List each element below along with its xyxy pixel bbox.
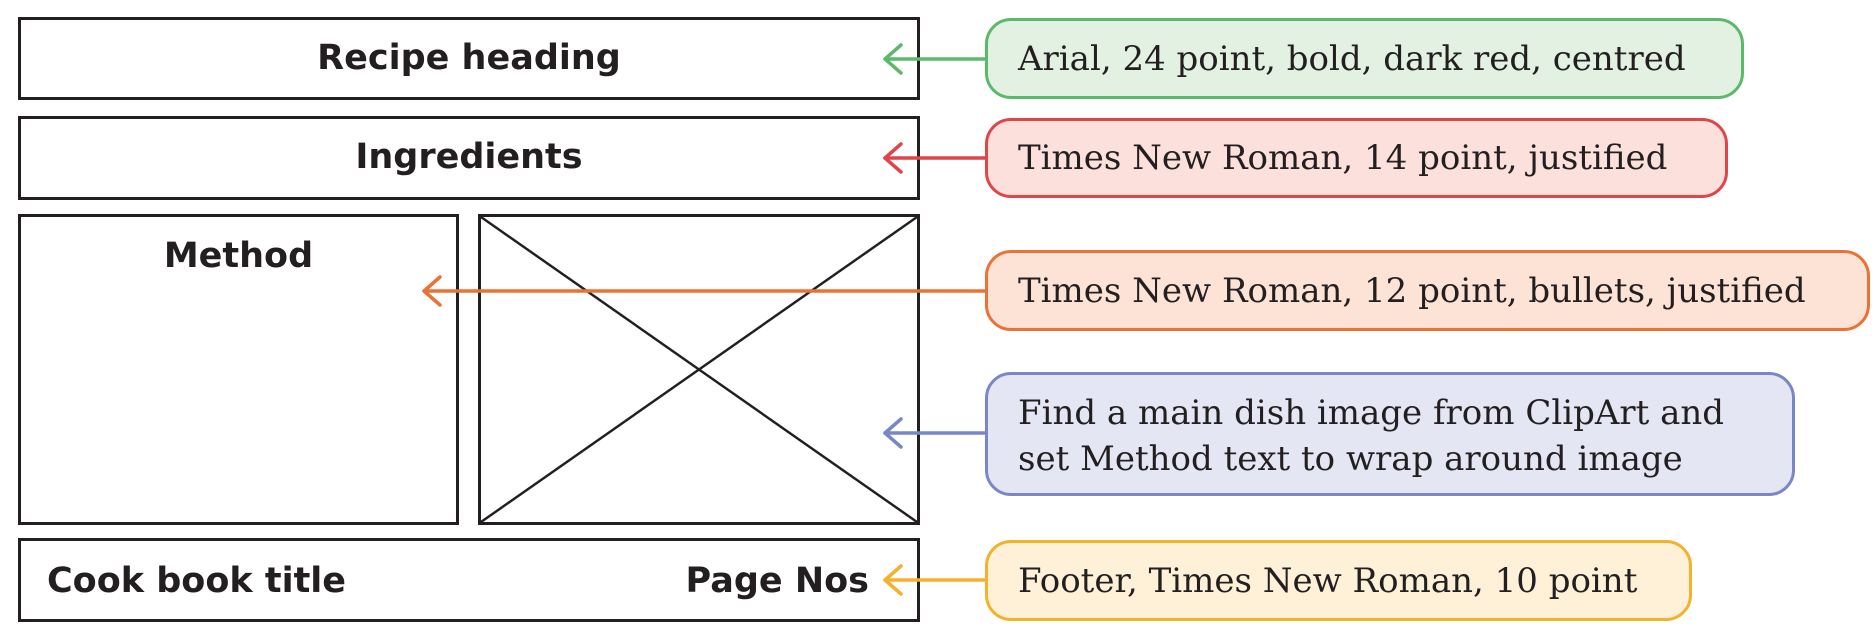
image-format-note-line-1: Find a main dish image from ClipArt and bbox=[1018, 393, 1725, 433]
method-format-note-text: Times New Roman, 12 point, bullets, just… bbox=[1018, 271, 1806, 311]
cook-book-title-label: Cook book title bbox=[47, 561, 347, 601]
ingredients-format-note-text: Times New Roman, 14 point, justified bbox=[1018, 138, 1668, 178]
recipe-heading-label: Recipe heading bbox=[317, 38, 621, 78]
image-placeholder-box bbox=[478, 214, 920, 525]
method-format-note: Times New Roman, 12 point, bullets, just… bbox=[985, 250, 1870, 331]
method-label: Method bbox=[163, 236, 314, 276]
recipe-heading-box: Recipe heading bbox=[18, 17, 920, 100]
image-placeholder-cross-icon bbox=[481, 217, 917, 522]
ingredients-format-note: Times New Roman, 14 point, justified bbox=[985, 118, 1728, 198]
heading-format-note-text: Arial, 24 point, bold, dark red, centred bbox=[1018, 39, 1686, 79]
heading-format-note: Arial, 24 point, bold, dark red, centred bbox=[985, 18, 1744, 99]
ingredients-box: Ingredients bbox=[18, 116, 920, 200]
footer-box: Cook book title Page Nos bbox=[18, 538, 920, 622]
footer-format-note: Footer, Times New Roman, 10 point bbox=[985, 540, 1692, 621]
footer-format-note-text: Footer, Times New Roman, 10 point bbox=[1018, 561, 1638, 601]
image-format-note-line-2: set Method text to wrap around image bbox=[1018, 439, 1683, 479]
image-format-note: Find a main dish image from ClipArt and … bbox=[985, 372, 1795, 496]
method-box: Method bbox=[18, 214, 459, 525]
ingredients-label: Ingredients bbox=[355, 137, 583, 177]
page-nos-label: Page Nos bbox=[685, 561, 869, 601]
